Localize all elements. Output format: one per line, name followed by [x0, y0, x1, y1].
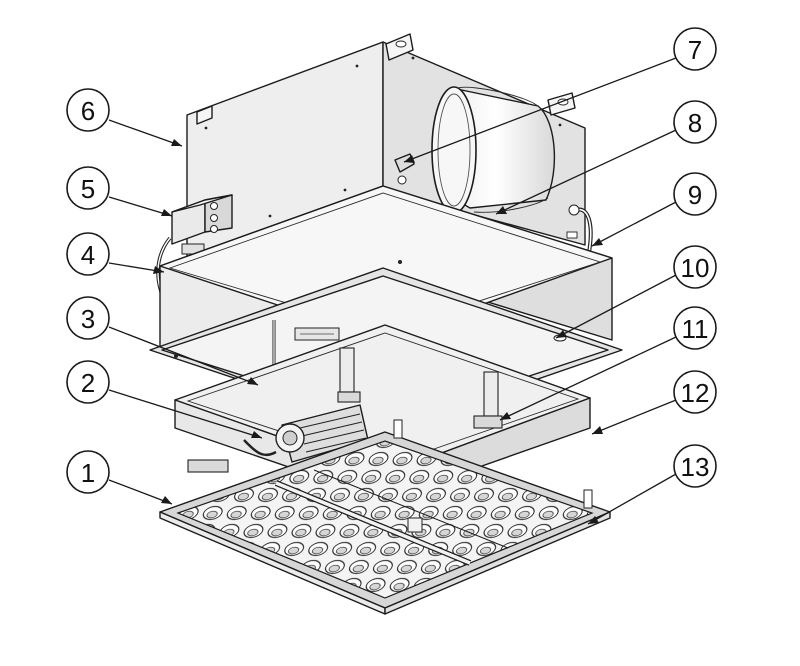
- callout-7-label: 7: [688, 35, 702, 65]
- callout-4: 4: [66, 232, 110, 276]
- callout-1: 1: [66, 450, 110, 494]
- callout-2: 2: [66, 360, 110, 404]
- callout-8: 8: [673, 100, 717, 144]
- pressure-hose: [566, 204, 593, 259]
- callout-13: 13: [673, 444, 717, 488]
- callout-6: 6: [66, 88, 110, 132]
- callout-11: 11: [673, 306, 717, 350]
- duct-spigot: [394, 86, 556, 214]
- callout-10-label: 10: [681, 253, 710, 283]
- callout-9-label: 9: [688, 180, 702, 210]
- callout-11-label: 11: [682, 314, 709, 344]
- leader-lines: [108, 57, 677, 525]
- callout-6-label: 6: [81, 96, 95, 126]
- callout-2-label: 2: [81, 368, 95, 398]
- damper-motor: [187, 404, 369, 473]
- callout-1-label: 1: [81, 458, 95, 488]
- callout-12: 12: [673, 370, 717, 414]
- callout-3: 3: [66, 296, 110, 340]
- callout-12-label: 12: [681, 378, 710, 408]
- face-panel: [159, 419, 611, 615]
- callout-3-label: 3: [81, 304, 95, 334]
- callout-8-label: 8: [688, 108, 702, 138]
- callout-7: 7: [673, 27, 717, 71]
- callout-9: 9: [673, 172, 717, 216]
- terminal-box: [171, 194, 233, 255]
- callout-5-label: 5: [81, 174, 95, 204]
- callout-5: 5: [66, 166, 110, 210]
- callout-13-label: 13: [681, 452, 710, 482]
- callout-4-label: 4: [81, 240, 95, 270]
- callout-10: 10: [673, 245, 717, 289]
